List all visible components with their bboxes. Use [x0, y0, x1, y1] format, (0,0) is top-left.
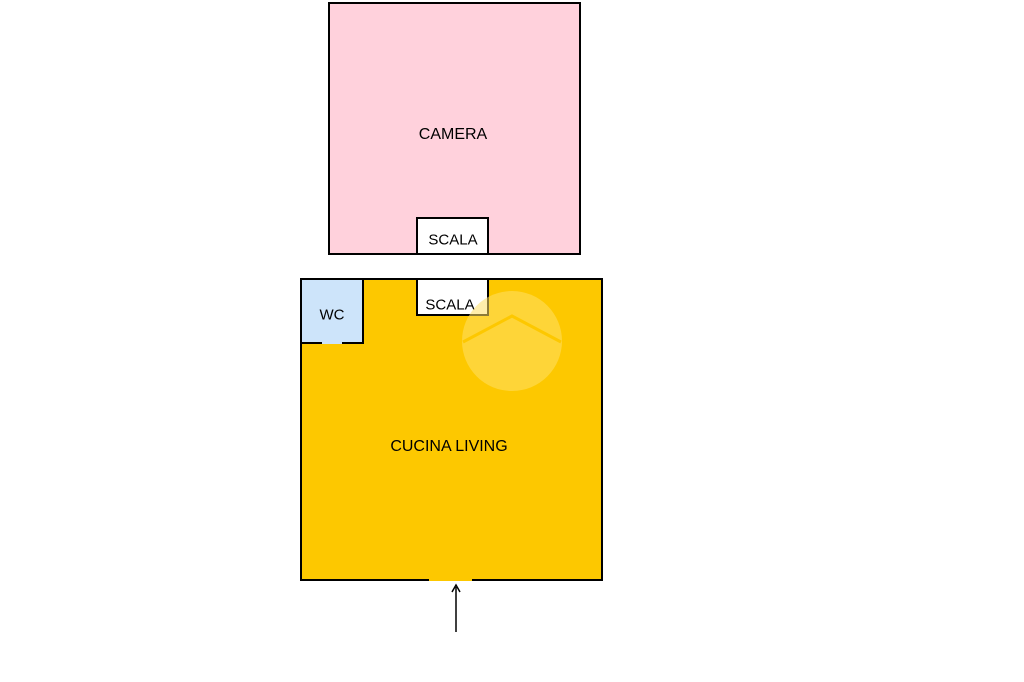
room-cucina-living-label: CUCINA LIVING [390, 438, 508, 455]
room-wc-label: WC [319, 306, 345, 324]
house-watermark-icon [462, 291, 562, 391]
room-wc [300, 278, 364, 344]
room-scala-lower-label: SCALA [425, 296, 475, 314]
entrance-arrow-icon [451, 583, 461, 632]
room-scala-upper [416, 217, 489, 255]
entrance-door-gap [429, 578, 472, 581]
wc-door-gap [322, 341, 342, 344]
room-scala-upper-label: SCALA [428, 231, 478, 249]
room-camera-label: CAMERA [418, 126, 488, 143]
room-camera [328, 2, 581, 255]
